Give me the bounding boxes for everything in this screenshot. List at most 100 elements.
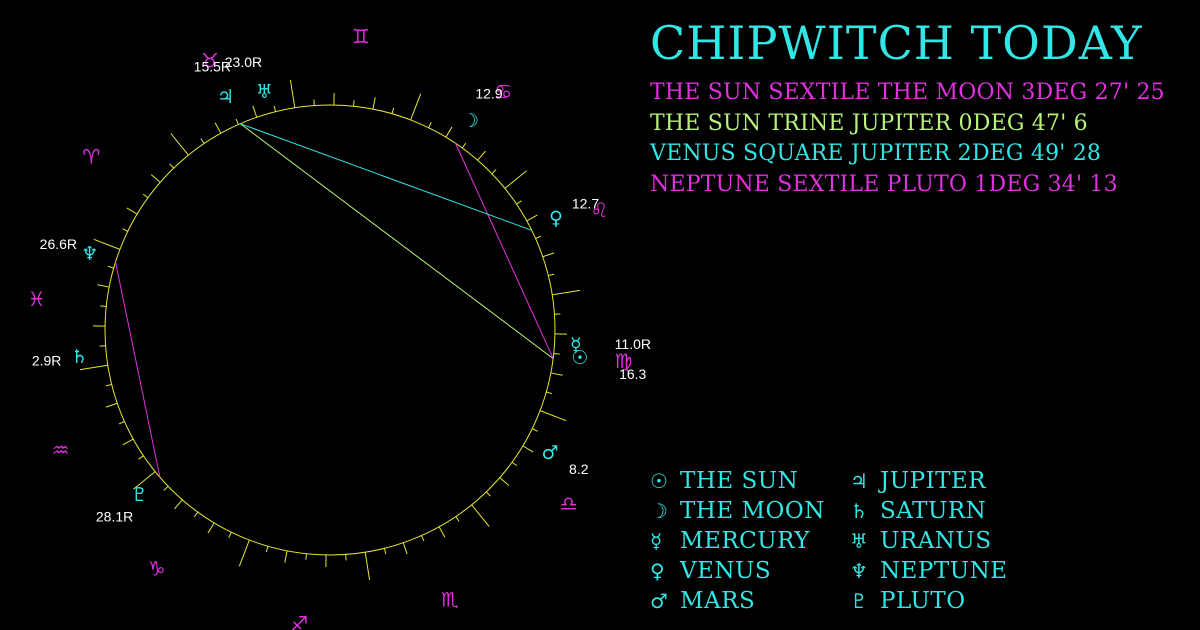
pluto-glyph-icon: ♇ <box>131 484 148 506</box>
sign-cusp-tick <box>364 552 371 580</box>
degree-tick <box>455 516 460 522</box>
sign-cusp-tick <box>552 289 580 296</box>
sign-cusp-tick <box>80 364 108 371</box>
degree-tick <box>214 122 222 134</box>
jupiter-icon: ♃ <box>850 469 868 493</box>
gemini-sign-icon: ♊ <box>352 25 370 49</box>
planet-legend-column-1: ☉THE SUN ☽THE MOON ☿MERCURY ♀VENUS ♂MARS <box>650 466 825 616</box>
degree-tick <box>491 169 497 175</box>
degree-tick <box>207 522 215 534</box>
sun-glyph-icon: ☉ <box>571 347 588 369</box>
degree-tick <box>535 235 542 239</box>
saturn-glyph-icon: ♄ <box>71 346 88 368</box>
aries-sign-icon: ♈ <box>82 145 100 169</box>
cancer-sign-icon: ♋ <box>494 79 512 103</box>
degree-tick <box>252 105 258 118</box>
capricorn-sign-icon: ♑ <box>148 557 166 581</box>
degree-tick <box>174 499 183 510</box>
moon-degree-label: 12.9 <box>475 85 502 101</box>
sign-cusp-tick <box>238 539 250 567</box>
degree-tick <box>485 491 491 497</box>
mars-icon: ♂ <box>650 589 668 613</box>
aspect-line-sun-moon <box>455 143 554 359</box>
degree-tick <box>138 455 144 460</box>
degree-tick <box>542 252 555 258</box>
sign-cusp-tick <box>93 238 121 250</box>
legend-item-moon: ☽THE MOON <box>650 498 825 524</box>
degree-tick <box>428 122 432 128</box>
saturn-degree-label: 2.9R <box>32 352 62 368</box>
degree-tick <box>228 532 232 538</box>
degree-tick <box>461 142 467 149</box>
saturn-icon: ♄ <box>850 499 868 523</box>
aspect-line-neptune-pluto: NEPTUNE SEXTILE PLUTO 1DEG 34' 13 <box>650 171 1118 197</box>
aspect-list: THE SUN SEXTILE THE MOON 3DEG 27' 25 THE… <box>650 78 1165 200</box>
legend-item-neptune: ♆NEPTUNE <box>850 558 1008 584</box>
degree-tick <box>391 107 395 114</box>
pluto-icon: ♇ <box>850 589 868 613</box>
degree-tick <box>550 372 563 376</box>
wheel-circle <box>104 104 556 556</box>
degree-tick <box>305 553 307 560</box>
legend-item-saturn: ♄SATURN <box>850 498 987 524</box>
neptune-icon: ♆ <box>850 559 868 583</box>
mercury-icon: ☿ <box>650 529 663 553</box>
degree-tick <box>126 207 138 215</box>
degree-tick <box>383 548 387 555</box>
degree-tick <box>402 542 408 555</box>
virgo-sign-icon: ♍ <box>614 349 632 373</box>
libra-sign-icon: ♎ <box>560 491 578 515</box>
degree-tick <box>122 438 134 446</box>
degree-tick <box>200 138 205 144</box>
moon-icon: ☽ <box>650 499 668 523</box>
degree-tick <box>193 511 199 518</box>
mars-degree-label: 8.2 <box>569 461 589 477</box>
jupiter-glyph-icon: ♃ <box>217 86 234 108</box>
degree-tick <box>553 353 560 355</box>
degree-tick <box>284 550 288 563</box>
degree-tick <box>445 126 453 138</box>
degree-tick <box>122 228 128 232</box>
degree-tick <box>163 485 169 491</box>
venus-glyph-icon: ♀ <box>549 207 563 229</box>
moon-glyph-icon: ☽ <box>462 110 479 132</box>
sign-cusp-tick <box>289 80 296 108</box>
degree-tick <box>522 445 534 453</box>
degree-tick <box>107 265 114 269</box>
legend-item-jupiter: ♃JUPITER <box>850 468 987 494</box>
sign-cusp-tick <box>471 504 490 527</box>
degree-tick <box>150 174 161 183</box>
sign-cusp-tick <box>504 170 527 189</box>
natal-chart-wheel: ♈♉♊♋♌♍♎♏♐♑♒♓☉16.3☽12.9☿11.0R♀12.7♂8.2♃15… <box>28 25 651 630</box>
degree-tick <box>372 97 376 110</box>
legend-item-mercury: ☿MERCURY <box>650 528 810 554</box>
pluto-degree-label: 28.1R <box>96 509 133 525</box>
degree-tick <box>169 163 175 169</box>
degree-tick <box>273 105 277 112</box>
degree-tick <box>105 383 112 387</box>
neptune-glyph-icon: ♆ <box>81 243 98 265</box>
aspect-line-sun-moon: THE SUN SEXTILE THE MOON 3DEG 27' 25 <box>650 80 1165 105</box>
aspect-line-sun-jupiter: THE SUN TRINE JUPITER 0DEG 47' 6 <box>650 110 1088 136</box>
mars-glyph-icon: ♂ <box>541 442 558 464</box>
neptune-degree-label: 26.6R <box>40 236 77 252</box>
legend-item-mars: ♂MARS <box>650 588 756 614</box>
aspect-line-sun-jupiter <box>239 123 554 359</box>
aspect-line-neptune-pluto <box>115 261 161 478</box>
degree-tick <box>438 526 446 538</box>
aspect-line-venus-jupiter <box>240 123 532 231</box>
mercury-glyph-icon: ☿ <box>570 334 582 356</box>
degree-tick <box>142 193 149 199</box>
degree-tick <box>511 461 518 467</box>
degree-tick <box>477 150 486 161</box>
planet-legend-column-2: ♃JUPITER ♄SATURN ♅URANUS ♆NEPTUNE ♇PLUTO <box>850 466 1008 616</box>
mercury-degree-label: 11.0R <box>615 336 651 352</box>
sign-cusp-tick <box>539 410 567 422</box>
sagittarius-sign-icon: ♐ <box>290 611 308 630</box>
page-title: CHIPWITCH TODAY <box>650 16 1143 70</box>
scorpio-sign-icon: ♏ <box>441 587 459 611</box>
degree-tick <box>235 118 239 125</box>
pisces-sign-icon: ♓ <box>28 287 46 311</box>
degree-tick <box>100 305 107 307</box>
